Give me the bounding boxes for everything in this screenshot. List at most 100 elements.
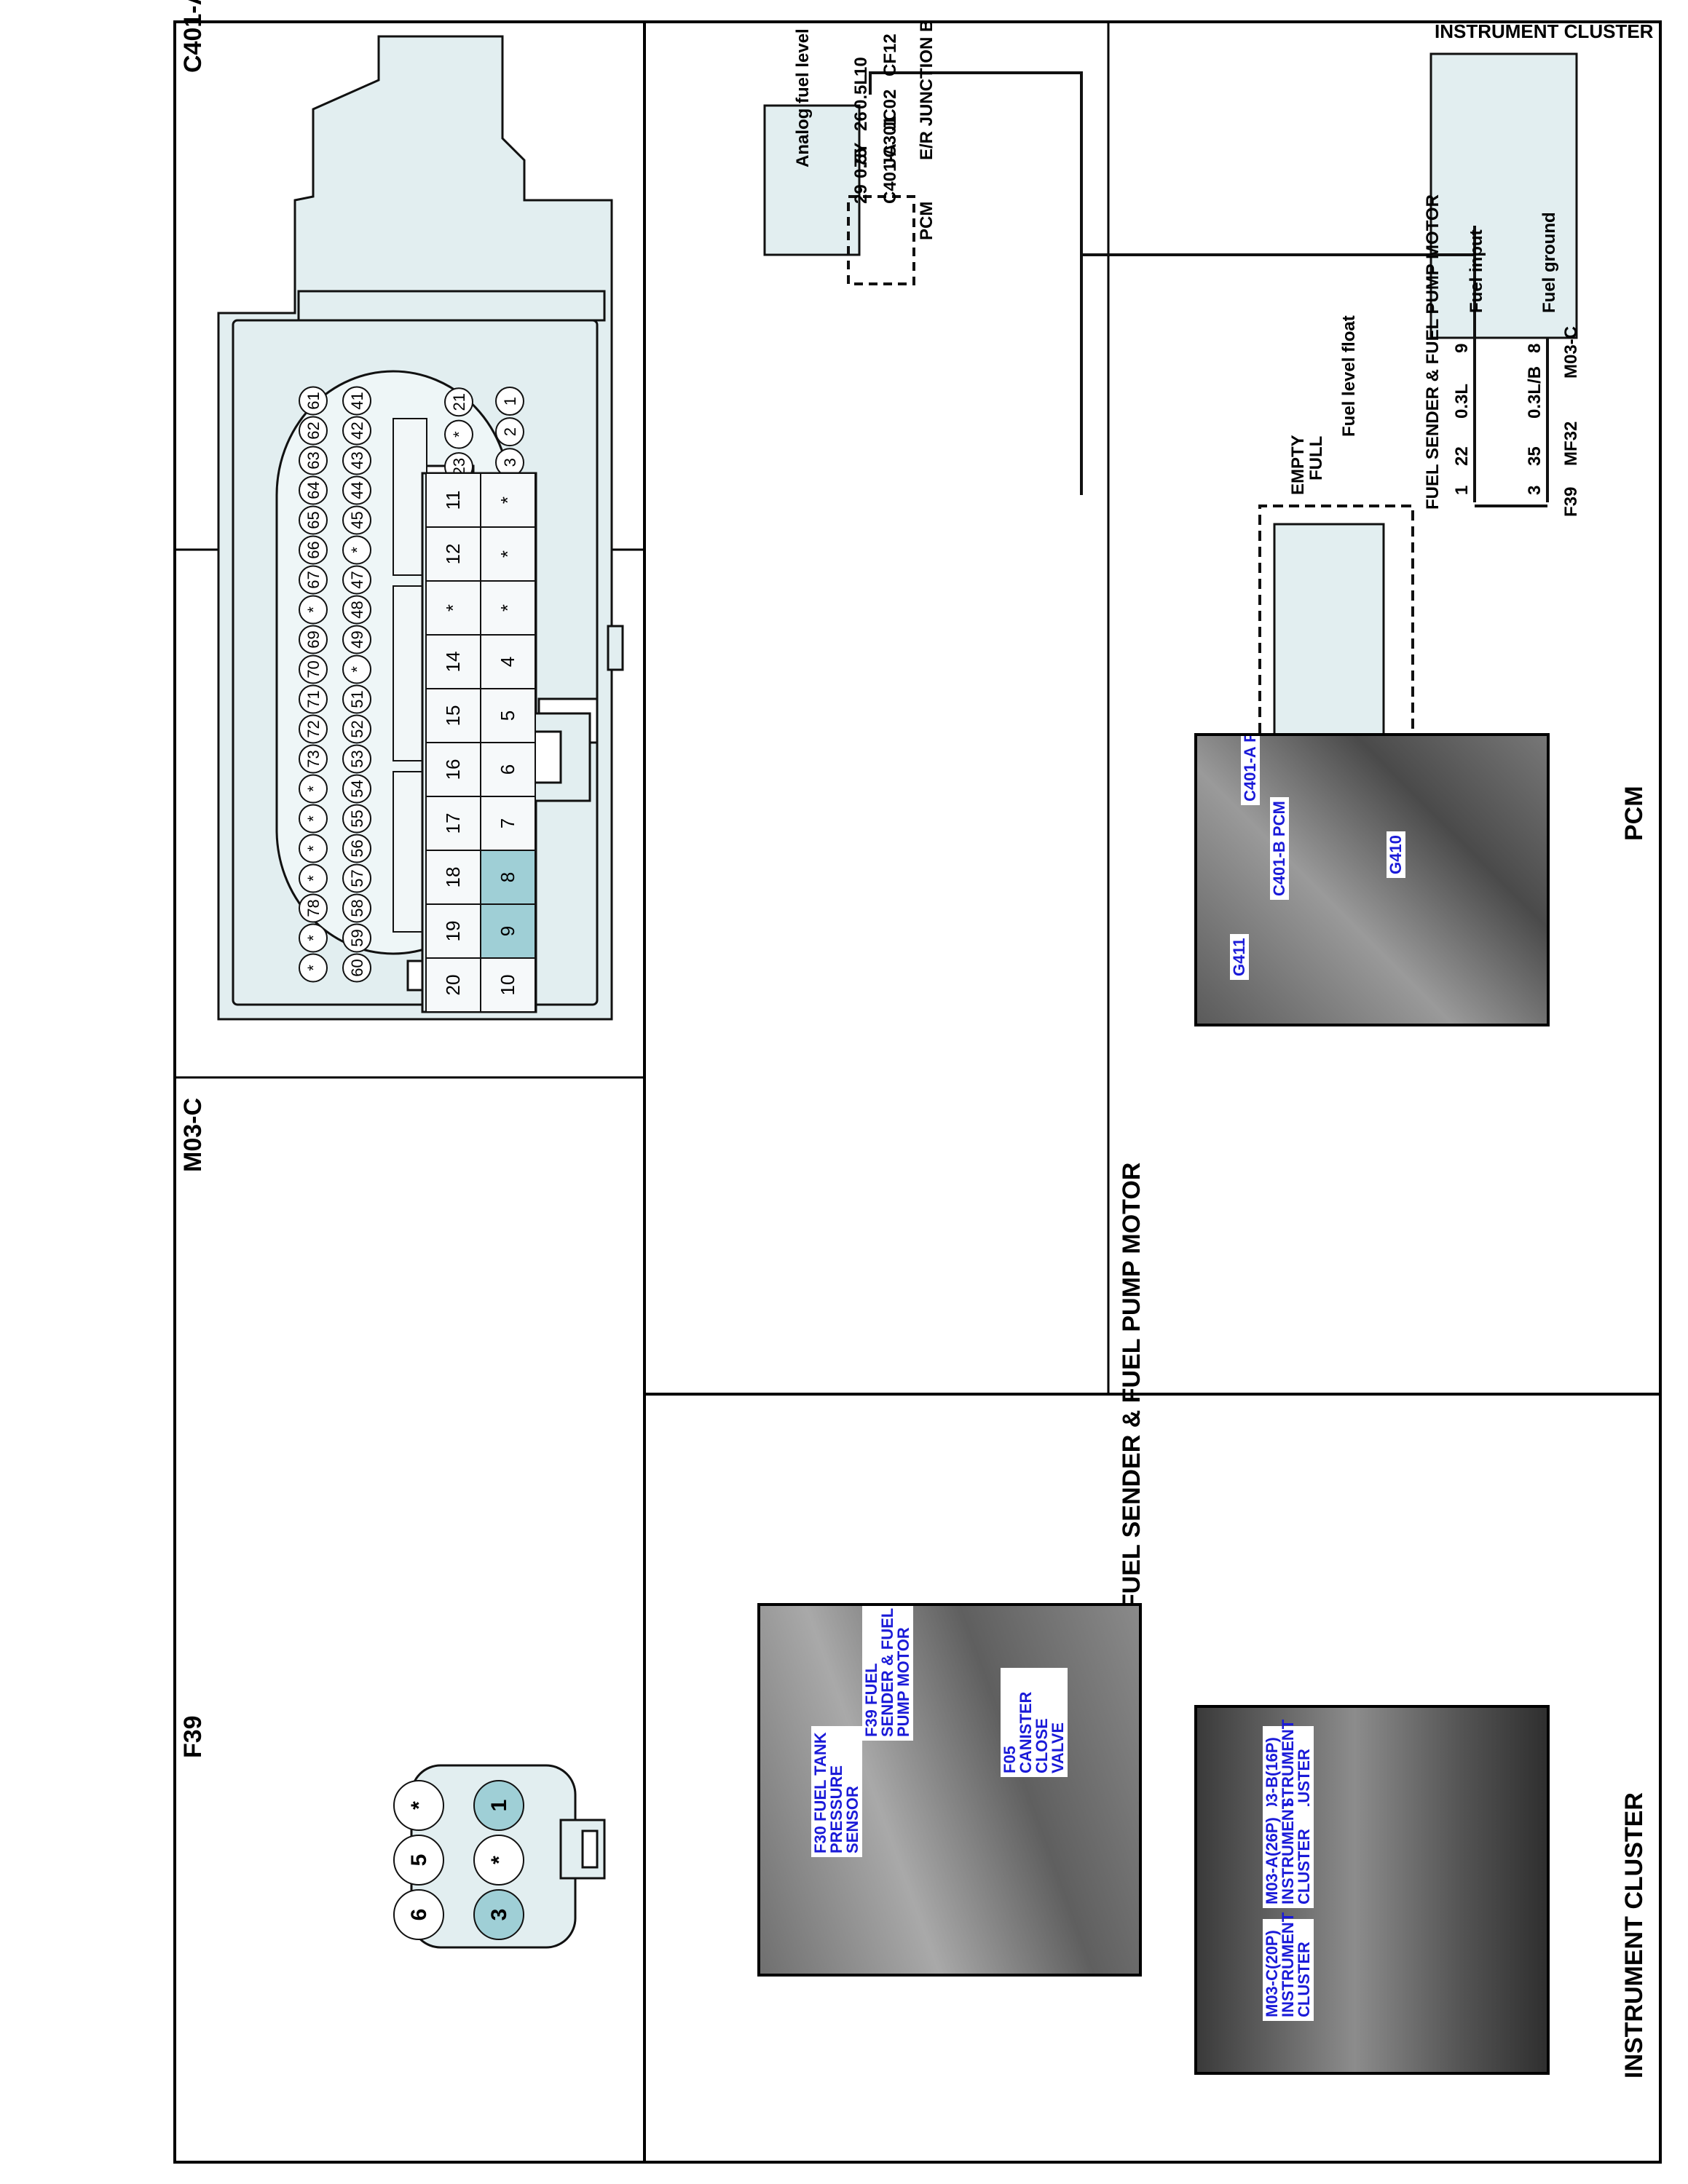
c401a-pin-label: 1 [501,397,519,405]
schematic-label-pin-3: 3 [1525,486,1545,495]
m03c-pin-label: * [497,550,518,558]
c401a-pin [299,535,328,565]
photo-pcm-title: PCM [1620,786,1648,841]
c401a-pin [495,417,524,447]
c401a-pin-label: 21 [450,393,468,411]
m03c-pin [425,472,481,528]
schematic-label-fuel-ground: Fuel ground [1539,212,1559,313]
f39-pin [393,1889,444,1940]
c401a-pin [342,863,371,893]
er-junction-box-outline [847,195,915,285]
callout-f30: F30 FUEL TANK PRESSURE SENSOR [811,1726,862,1857]
c401a-pin-label: 71 [304,690,323,708]
m03c-pin-label: 9 [497,926,518,936]
c401a-pin-label: * [304,845,323,852]
callout-g411: G411 [1230,934,1249,980]
f39-connector: 3*165* [393,1764,606,1949]
instrument-cluster-box [1429,52,1578,339]
c401a-pin-label: * [304,786,323,792]
c401a-pin [299,446,328,475]
c401a-pin-label: 44 [348,481,366,499]
f39-pin [393,1780,444,1831]
f39-pin-label: 5 [407,1854,431,1867]
c401a-pin-label: * [450,431,468,438]
c401a-pin [342,923,371,953]
c401a-pin-label: * [304,815,323,822]
c401a-pin [299,684,328,714]
c401a-pin [342,625,371,654]
c401a-pin [342,893,371,923]
c401a-pin [342,595,371,625]
c401a-pin [444,419,473,449]
fuel-sender-box [1273,523,1385,766]
c401a-pin-label: 60 [348,959,366,976]
m03c-title: M03-C [179,1097,207,1172]
f39-pin [473,1780,524,1831]
m03c-pin-label: * [497,496,518,504]
c401a-pin [299,804,328,834]
c401a-pin-label: 3 [501,458,519,467]
m03c-pin-label: 7 [497,818,518,828]
schematic-label-c401a: C401-A [880,143,900,204]
c401a-pin-label: * [304,875,323,882]
callout-g410: G410 [1387,831,1405,878]
m03c-pin-label: 20 [442,975,464,996]
callout-m03c: M03-C(20P) INSTRUMENT CLUSTER [1263,1912,1314,2021]
c401a-pin-label: 62 [304,422,323,439]
c401a-pin-label: 57 [348,869,366,887]
schematic-label-wire-03lb: 0.3L/B [1525,366,1545,419]
schematic-label-pin-9: 9 [1452,344,1472,353]
c401a-pin [342,774,371,804]
c401a-pin [495,387,524,416]
schematic-label-mf32: MF32 [1561,422,1581,466]
c401a-pin [299,774,328,804]
schematic-label-wire-05y: 0.5Y [851,143,871,178]
c401a-pin-label: 63 [304,451,323,469]
c401a-pin [299,475,328,505]
f39-pin-label: 3 [487,1909,511,1921]
c401a-pin [342,684,371,714]
schematic-label-f39: F39 [1561,487,1581,517]
schematic-label-pin-8: 8 [1525,344,1545,353]
schematic-label-pin-22: 22 [1452,446,1472,466]
callout-c401b-pcm: C401-B PCM [1270,797,1289,900]
c401a-pin-label: 51 [348,690,366,708]
c401a-pin [342,386,371,416]
c401a-pin [299,654,328,684]
c401a-pin [342,565,371,595]
c401a-pin-label: 66 [304,541,323,558]
schematic-label-pin-26: 26 [851,111,871,131]
schematic-label-fuel-level-float: Fuel level float [1339,315,1359,437]
c401a-pin-label: * [348,547,366,553]
f39-pin-label: 6 [407,1909,431,1921]
c401a-pin-label: 43 [348,451,366,469]
c401a-pin [299,744,328,774]
photo-instrument-cluster-title: INSTRUMENT CLUSTER [1620,1792,1648,2078]
schematic-label-pin-10: 10 [851,57,871,76]
m03c-pin-label: * [497,604,518,612]
f39-pin [393,1835,444,1886]
fuel-sender-dashed-outline [1258,505,1414,799]
c401a-pin [342,475,371,505]
m03c-pin-label: 19 [442,921,464,942]
photo-fuel-sender-title: FUEL SENDER & FUEL PUMP MOTOR [1118,1162,1145,1609]
c401a-pin-label: 61 [304,392,323,409]
schematic-label-pin-1: 1 [1452,486,1472,495]
c401a-pin [342,804,371,834]
instrument-cluster-label: INSTRUMENT CLUSTER [1435,20,1654,42]
c401a-pin [299,834,328,863]
c401a-pin [299,863,328,893]
c401a-pin-label: 72 [304,720,323,737]
c401a-pin [342,654,371,684]
m03c-pin-label: 12 [442,544,464,565]
schematic-label-analog-fuel: Analog fuel level input [793,22,813,167]
photo-instrument-cluster: M03-B(16P) INSTRUMENT CLUSTER M03-A(26P)… [1194,1705,1550,2075]
m03c-pin-label: 4 [497,657,518,667]
schematic-label-pin-35: 35 [1525,446,1545,466]
c401a-pin [342,416,371,446]
schematic-label-m03c: M03-C [1561,326,1581,379]
c401a-pin [342,714,371,744]
c401a-pin [299,416,328,446]
m03c-pin-label: 6 [497,764,518,775]
